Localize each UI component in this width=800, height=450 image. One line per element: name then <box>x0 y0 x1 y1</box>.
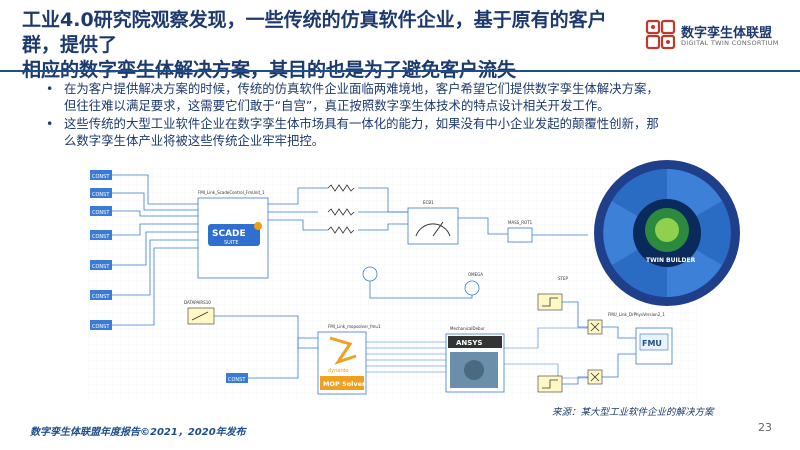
svg-text:OMEGA: OMEGA <box>468 272 483 277</box>
svg-text:ANSYS: ANSYS <box>456 339 482 347</box>
const-block-column: CONST CONST CONST CONST CONST CONST CONS… <box>90 170 248 383</box>
bullet-dot-icon: • <box>46 81 54 96</box>
multiplier-block <box>587 319 603 335</box>
ansys-block: ANSYS MechanicalDebur <box>445 326 505 393</box>
footer-text: 数字孪生体联盟年度报告©2021，2020年发布 <box>30 427 246 438</box>
bullet-line: 但往往难以满足要求，这需要它们敢于“自宫”，真正按照数字孪生体技术的特点设计相关… <box>64 98 610 113</box>
svg-text:DATAPAIRS10: DATAPAIRS10 <box>184 300 211 305</box>
step-block <box>537 375 563 393</box>
figure-caption: 来源：某大型工业软件企业的解决方案 <box>552 407 714 418</box>
svg-text:FMU: FMU <box>642 339 662 348</box>
svg-text:CONST: CONST <box>92 192 110 198</box>
slide-header: 工业4.0研究院观察发现，一些传统的仿真软件企业，基于原有的客户群，提供了 相应… <box>0 0 800 81</box>
const-block: CONST <box>90 320 112 330</box>
svg-text:CONST: CONST <box>228 377 246 383</box>
fmu-block: FMU FMU_Link_DrPhysVersion2_1 <box>608 312 673 365</box>
ecb-gauge: ECB1 <box>407 200 459 245</box>
svg-text:STEP: STEP <box>558 276 569 281</box>
bullet-line: 在为客户提供解决方案的时候，传统的仿真软件企业面临两难境地，客户希望它们提供数字… <box>64 81 659 96</box>
consortium-logo: 数字孪生体联盟 DIGITAL TWIN CONSORTIUM <box>645 18 795 54</box>
bullet-dot-icon: • <box>46 116 54 131</box>
svg-text:dynardo: dynardo <box>328 368 349 374</box>
svg-text:SUITE: SUITE <box>224 240 239 246</box>
svg-text:MOP Solver: MOP Solver <box>323 380 366 388</box>
svg-text:TWIN BUILDER: TWIN BUILDER <box>646 257 696 264</box>
svg-text:CONST: CONST <box>92 324 110 330</box>
svg-text:SCADE: SCADE <box>212 229 246 239</box>
const-block: CONST <box>90 170 112 180</box>
twin-builder-wheel-image: TWIN BUILDER <box>594 160 740 306</box>
svg-text:CONST: CONST <box>92 174 110 180</box>
const-block: CONST <box>90 260 112 270</box>
mop-solver-block: dynardo MOP Solver FMI_Link_mopsolver_fm… <box>317 324 381 395</box>
const-block: CONST <box>90 188 112 198</box>
bullet-line: 么数字孪生体产业将被这些传统企业牢牢把控。 <box>64 133 325 148</box>
svg-text:CONST: CONST <box>92 264 110 270</box>
svg-text:CONST: CONST <box>92 294 110 300</box>
svg-text:CONST: CONST <box>92 210 110 216</box>
header-divider <box>0 70 800 72</box>
scade-block: SCADE SUITE FMI_Link_ScadeControl_FmUnit… <box>197 190 269 279</box>
logo-name-cn: 数字孪生体联盟 <box>681 26 773 41</box>
svg-text:FMI_Link_ScadeControl_FmUnit_1: FMI_Link_ScadeControl_FmUnit_1 <box>198 190 265 195</box>
bullet-item: • 在为客户提供解决方案的时候，传统的仿真软件企业面临两难境地，客户希望它们提供… <box>46 80 786 114</box>
title-line-1: 工业4.0研究院观察发现，一些传统的仿真软件企业，基于原有的客户群，提供了 <box>22 9 607 56</box>
svg-text:MechanicalDebur: MechanicalDebur <box>450 326 485 331</box>
svg-text:FMI_Link_mopsolver_fmu1: FMI_Link_mopsolver_fmu1 <box>328 324 381 329</box>
svg-text:CONST: CONST <box>92 234 110 240</box>
mass-rot-element: MASS_ROT1 OMEGA <box>362 220 588 299</box>
multiplier-block <box>587 369 603 385</box>
bullet-line: 这些传统的大型工业软件企业在数字孪生体市场具有一体化的能力，如果没有中小企业发起… <box>64 116 659 131</box>
const-block: CONST <box>90 230 112 240</box>
const-block: CONST <box>90 290 112 300</box>
svg-text:MASS_ROT1: MASS_ROT1 <box>508 220 533 225</box>
resistor-network <box>327 184 355 234</box>
page-number: 23 <box>758 421 772 434</box>
simulation-schematic: CONST CONST CONST CONST CONST CONST CONS… <box>88 168 698 400</box>
svg-text:ECB1: ECB1 <box>423 200 434 205</box>
const-block: CONST <box>90 206 112 216</box>
svg-text:FMU_Link_DrPhysVersion2_1: FMU_Link_DrPhysVersion2_1 <box>608 312 665 317</box>
bullet-item: • 这些传统的大型工业软件企业在数字孪生体市场具有一体化的能力，如果没有中小企业… <box>46 115 786 149</box>
logo-name-en: DIGITAL TWIN CONSORTIUM <box>681 39 779 47</box>
const-block: CONST <box>226 373 248 383</box>
bullet-list: • 在为客户提供解决方案的时候，传统的仿真软件企业面临两难境地，客户希望它们提供… <box>46 80 786 150</box>
datapairs-block: DATAPAIRS10 <box>184 300 318 349</box>
consortium-logo-icon <box>645 19 676 50</box>
